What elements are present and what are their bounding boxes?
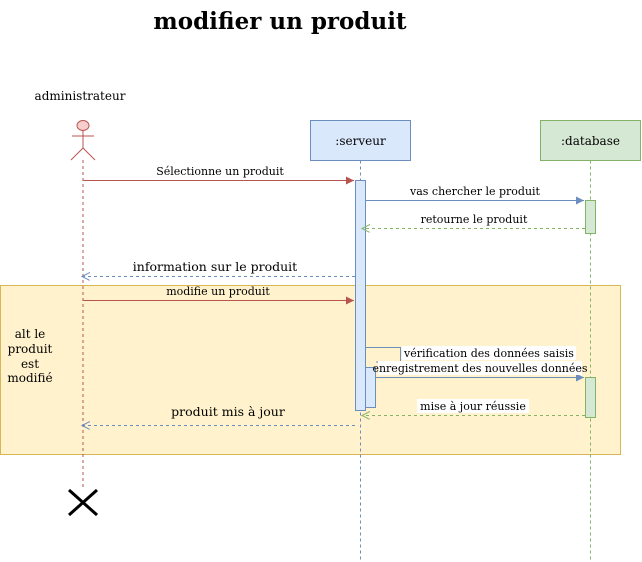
message-label-selectionne: Sélectionne un produit <box>156 165 284 178</box>
message-label-retourne: retourne le produit <box>421 213 528 226</box>
participant-box-database <box>540 120 641 161</box>
participant-label-serveur: :serveur <box>335 134 386 148</box>
alt-condition-line-2: produit <box>8 342 53 356</box>
activation-serveur <box>355 180 366 411</box>
alt-condition-line-3: est <box>21 357 39 371</box>
activation-database-1 <box>585 200 596 234</box>
message-label-bg-enregistrement <box>378 361 582 375</box>
destroy-x-icon <box>68 488 98 517</box>
message-label-modifie: modifie un produit <box>166 285 270 298</box>
alt-condition-line-1: alt le <box>15 327 46 341</box>
message-label-information: information sur le produit <box>133 259 297 274</box>
message-label-enregistrement: enregistrement des nouvelles données <box>372 362 587 375</box>
diagram-title: modifier un produit <box>153 8 407 35</box>
activation-database-2 <box>585 377 596 418</box>
activation-serveur-nested <box>365 367 376 408</box>
message-label-bg-mise-a-jour <box>417 399 529 413</box>
actor-stick-figure-icon <box>70 120 96 161</box>
participant-box-serveur <box>310 120 411 161</box>
message-label-produit-mis-a-jour: produit mis à jour <box>171 404 285 419</box>
participant-label-database: :database <box>561 134 620 148</box>
message-label-vas-chercher: vas chercher le produit <box>409 185 541 198</box>
message-label-mise-a-jour: mise à jour réussie <box>420 400 526 413</box>
message-label-verification: vérification des données saisis <box>403 347 574 360</box>
message-label-bg-verification <box>402 346 576 360</box>
alt-condition-line-4: modifié <box>7 371 52 385</box>
actor-label-administrateur: administrateur <box>35 89 126 103</box>
